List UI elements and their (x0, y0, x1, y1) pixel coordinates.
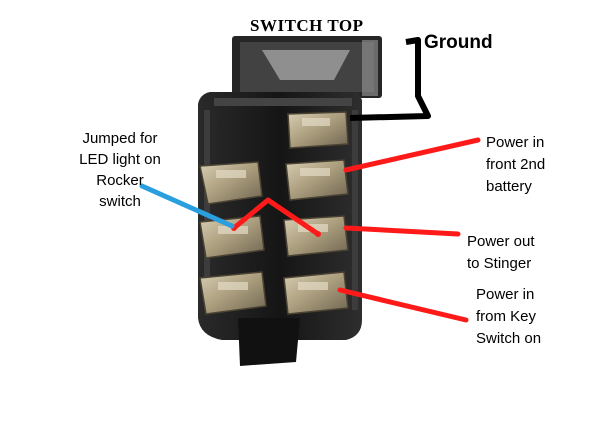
power-key-line (337, 287, 469, 323)
terminal-left-4 (199, 271, 267, 315)
ground-wire (349, 37, 431, 121)
ground-label: Ground (424, 32, 493, 53)
rocker-cap (232, 36, 382, 98)
terminal-left-2 (199, 161, 263, 205)
power-key-label: Power in from Key Switch on (476, 286, 542, 347)
terminal-right-4 (283, 271, 349, 315)
terminal-right-1 (287, 111, 349, 149)
power-out-label: Power out to Stinger (467, 233, 535, 272)
switch-top-label: SWITCH TOP (250, 16, 364, 35)
terminal-left-3 (199, 215, 265, 259)
blue-pointer-line (139, 183, 235, 229)
jumper-end-right (315, 231, 321, 237)
terminal-right-2 (285, 159, 349, 201)
jumper-wire (232, 197, 320, 237)
power-out-line (343, 225, 461, 237)
jumped-label: Jumped for LED light on Rocker switch (79, 130, 161, 210)
power-front-line (343, 137, 481, 173)
power-front-label: Power in front 2nd battery (486, 134, 546, 195)
